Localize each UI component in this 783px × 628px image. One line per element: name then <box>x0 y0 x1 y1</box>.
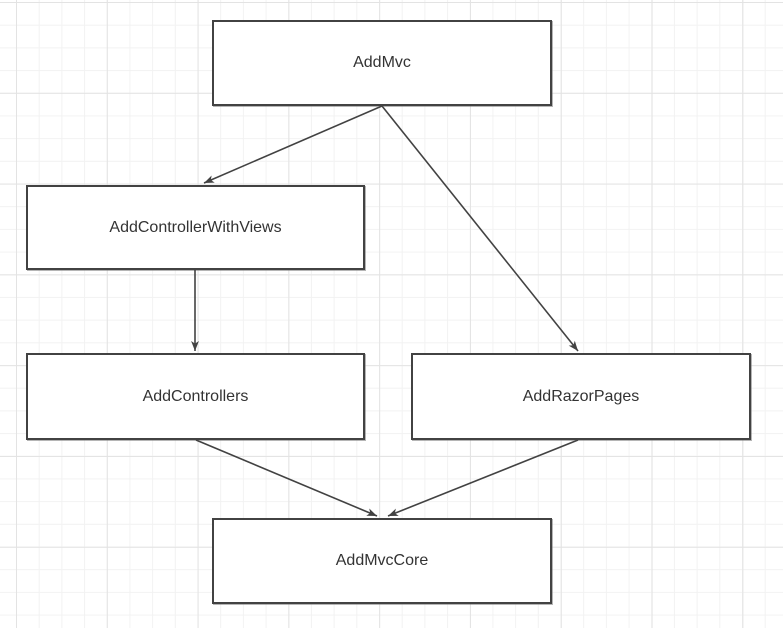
node-addmvc[interactable]: AddMvc <box>212 20 552 106</box>
node-label: AddControllerWithViews <box>109 218 282 236</box>
node-label: AddMvcCore <box>335 552 429 570</box>
node-addrazorpages[interactable]: AddRazorPages <box>411 353 751 440</box>
edge-addmvc-to-addcontrollerwithviews[interactable] <box>203 105 383 184</box>
node-addcontrollers[interactable]: AddControllers <box>26 353 365 440</box>
edge-addrazorpages-to-addmvccore[interactable] <box>387 439 579 517</box>
node-label: AddMvc <box>353 54 411 72</box>
edge-addmvc-to-addrazorpages[interactable] <box>381 105 579 352</box>
node-label: AddRazorPages <box>522 387 640 405</box>
node-label: AddControllers <box>142 387 249 405</box>
edge-addcontrollers-to-addmvccore[interactable] <box>195 439 378 517</box>
node-addcontrollerwithviews[interactable]: AddControllerWithViews <box>26 185 365 270</box>
node-addmvccore[interactable]: AddMvcCore <box>212 518 552 604</box>
